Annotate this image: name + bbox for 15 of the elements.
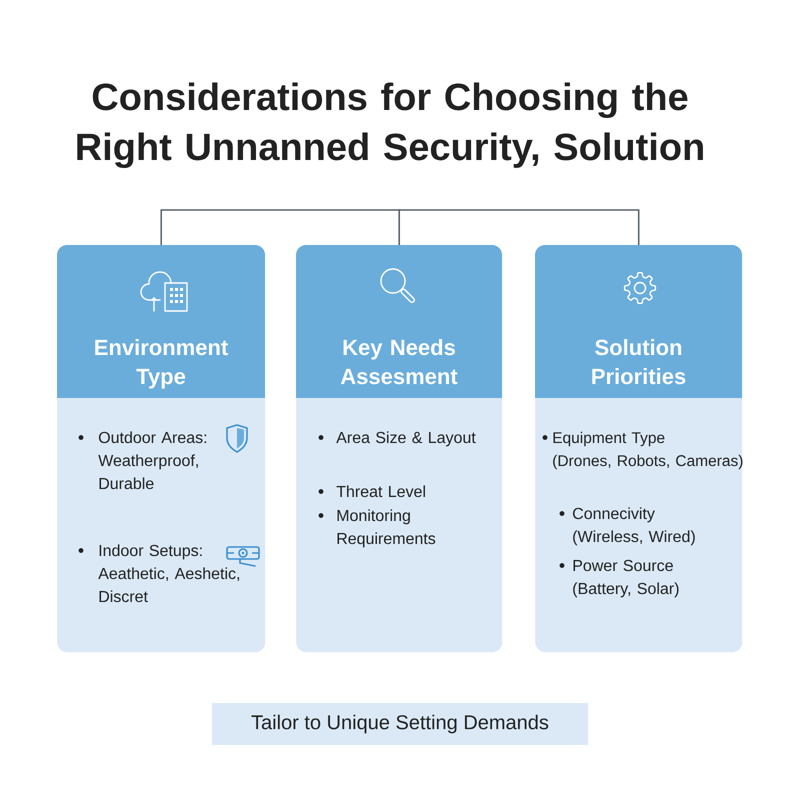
card-header: Environment Type [57,245,265,398]
list-item: Area Size & Layout [336,431,476,446]
card-header: Key Needs Assesment [296,245,502,398]
list-item: Threat Level [336,485,425,498]
connector-line [160,209,400,245]
list-item: Connecivity (Wireless, Wired) [573,507,695,546]
list-item: Indoor Setups: Aeathetic, Aeshetic, Discret [98,544,240,602]
banner: Tailor to Unique Setting Demands [212,703,588,745]
list-item: Outdoor Areas: Weatherproof, Durable [98,431,206,490]
connector-line [398,209,640,245]
list-item: Equipment Type (Drones, Robots, Cameras) [553,432,742,470]
title: Considerations for Choosing the Right Unnanned Security, Solution [77,82,703,168]
card-header: Solution Priorities [535,245,742,398]
list-item: Power Source (Battery, Solar) [573,560,678,598]
list-item: Monitoring Requirements [338,509,436,548]
